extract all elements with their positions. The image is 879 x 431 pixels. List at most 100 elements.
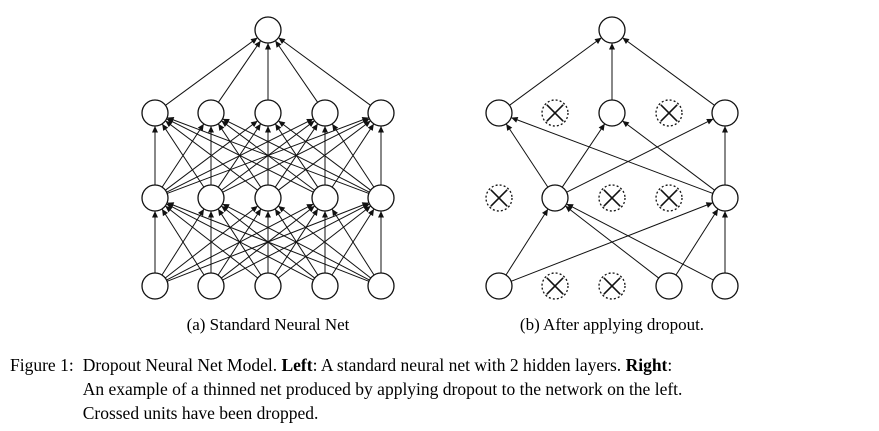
unit — [311, 272, 339, 300]
diagram-dropout: (b) After applying dropout. — [482, 8, 742, 335]
subcaption-a: (a) Standard Neural Net — [186, 315, 350, 334]
connection-arrow — [332, 123, 375, 188]
caption-line: Dropout Neural Net Model. Left: A standa… — [83, 353, 871, 377]
connection-arrow — [166, 118, 314, 193]
unit — [197, 272, 225, 300]
connection-arrow — [561, 123, 605, 188]
cross-mark-icon — [546, 104, 564, 122]
connection-arrow — [622, 120, 715, 191]
neuron-circle — [254, 272, 282, 300]
connection-arrow — [166, 203, 314, 281]
connection-arrow — [278, 37, 371, 106]
neuron-circle — [711, 184, 739, 212]
caption-segment: Dropout Neural Net Model. — [82, 355, 282, 375]
standard-net-svg — [141, 16, 395, 300]
unit — [598, 99, 626, 127]
figure-caption: Figure 1: Dropout Neural Net Model. Left… — [10, 353, 871, 425]
dropped-unit — [655, 184, 683, 212]
connection-arrow — [509, 37, 602, 106]
connection-arrow — [162, 123, 205, 188]
neuron-circle — [141, 272, 169, 300]
dropped-unit — [598, 272, 626, 300]
connection-arrow — [506, 123, 549, 188]
unit — [485, 272, 513, 300]
unit — [367, 99, 395, 127]
unit — [141, 99, 169, 127]
unit — [711, 99, 739, 127]
unit — [197, 184, 225, 212]
unit — [254, 272, 282, 300]
cross-mark-icon — [603, 277, 621, 295]
unit — [141, 272, 169, 300]
connection-arrow — [331, 208, 375, 276]
neuron-circle — [367, 99, 395, 127]
neuron-circle — [141, 99, 169, 127]
connection-arrow — [217, 40, 261, 103]
dropout-net-svg — [485, 16, 739, 300]
unit — [711, 184, 739, 212]
neuron-circle — [598, 99, 626, 127]
connection-arrow — [278, 120, 371, 191]
connection-arrow — [278, 205, 372, 279]
neuron-circle — [141, 184, 169, 212]
caption-segment: Left — [281, 355, 313, 375]
neuron-circle — [311, 272, 339, 300]
neuron-circle — [711, 99, 739, 127]
unit — [254, 99, 282, 127]
connection-arrow — [566, 118, 714, 193]
dropped-unit — [541, 272, 569, 300]
neuron-circle — [311, 184, 339, 212]
cross-mark-icon — [603, 189, 621, 207]
diagram-row: (a) Standard Neural Net (b) After applyi… — [138, 8, 742, 335]
dropped-unit — [598, 184, 626, 212]
neuron-circle — [197, 184, 225, 212]
cross-mark-icon — [660, 104, 678, 122]
subcaption-b: (b) After applying dropout. — [519, 315, 705, 334]
connection-arrow — [222, 118, 370, 193]
caption-segment: An example of a thinned net produced by … — [82, 379, 683, 400]
unit — [311, 184, 339, 212]
neuron-circle — [598, 16, 626, 44]
connection-arrow — [222, 203, 370, 281]
cross-mark-icon — [490, 189, 508, 207]
neuron-circle — [254, 99, 282, 127]
unit — [254, 16, 282, 44]
neuron-circle — [367, 272, 395, 300]
unit — [485, 99, 513, 127]
unit — [311, 99, 339, 127]
unit — [655, 272, 683, 300]
connection-arrow — [275, 40, 319, 103]
cross-mark-icon — [546, 277, 564, 295]
neuron-circle — [485, 99, 513, 127]
neuron-circle — [711, 272, 739, 300]
connection-arrow — [505, 208, 549, 276]
caption-segment: : A standard neural net with 2 hidden la… — [312, 355, 626, 375]
dropped-unit — [485, 184, 513, 212]
connection-arrow — [167, 117, 370, 194]
connection-arrow — [511, 117, 714, 194]
neuron-circle — [197, 99, 225, 127]
connection-arrow — [165, 205, 259, 279]
diagram-standard: (a) Standard Neural Net — [138, 8, 398, 335]
caption-segment: Right — [625, 355, 668, 375]
connection-arrow — [566, 203, 714, 281]
neuron-circle — [541, 184, 569, 212]
dropped-unit — [541, 99, 569, 127]
unit — [254, 184, 282, 212]
neuron-circle — [197, 272, 225, 300]
connection-arrow — [565, 205, 660, 279]
unit — [711, 272, 739, 300]
connection-arrow — [622, 37, 715, 106]
caption-line: Crossed units have been dropped. — [83, 401, 871, 425]
caption-line: An example of a thinned net produced by … — [83, 377, 871, 401]
neuron-circle — [311, 99, 339, 127]
neuron-circle — [655, 272, 683, 300]
neuron-circle — [254, 16, 282, 44]
neuron-circle — [367, 184, 395, 212]
unit — [197, 99, 225, 127]
connection-arrow — [675, 208, 719, 276]
caption-segment: Crossed units have been dropped. — [82, 403, 319, 424]
caption-text: Dropout Neural Net Model. Left: A standa… — [83, 353, 871, 425]
unit — [598, 16, 626, 44]
